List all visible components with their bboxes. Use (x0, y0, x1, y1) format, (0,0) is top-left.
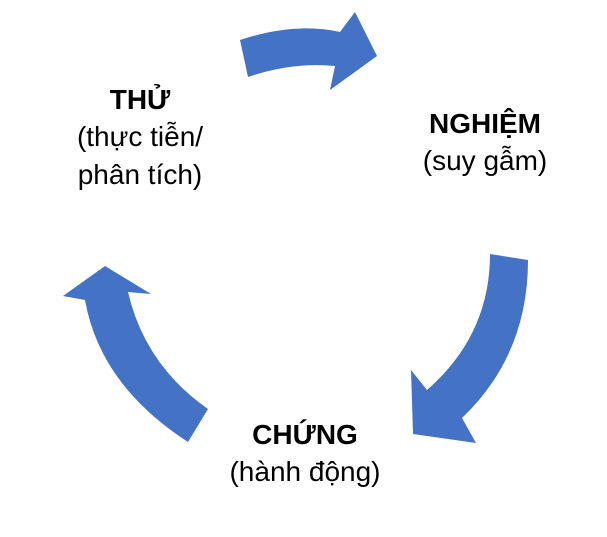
node-nghiem-title: NGHIỆM (429, 108, 541, 139)
node-chung-subtitle: (hành động) (229, 456, 381, 487)
node-nghiem-subtitle: (suy gẫm) (422, 145, 548, 176)
arrow-chung-to-thu (63, 266, 208, 442)
node-thu-title: THỬ (109, 84, 171, 115)
node-thu: THỬ (thực tiễn/ phân tích) (40, 82, 240, 194)
arrow-nghiem-to-chung (411, 254, 528, 443)
arrow-thu-to-nghiem (240, 12, 377, 90)
node-thu-subtitle-line-2: phân tích) (77, 159, 203, 190)
node-chung: CHỨNG (hành động) (205, 417, 405, 491)
node-chung-title: CHỨNG (252, 419, 358, 450)
node-nghiem: NGHIỆM (suy gẫm) (395, 106, 575, 180)
node-thu-subtitle-line-1: (thực tiễn/ (76, 121, 204, 152)
